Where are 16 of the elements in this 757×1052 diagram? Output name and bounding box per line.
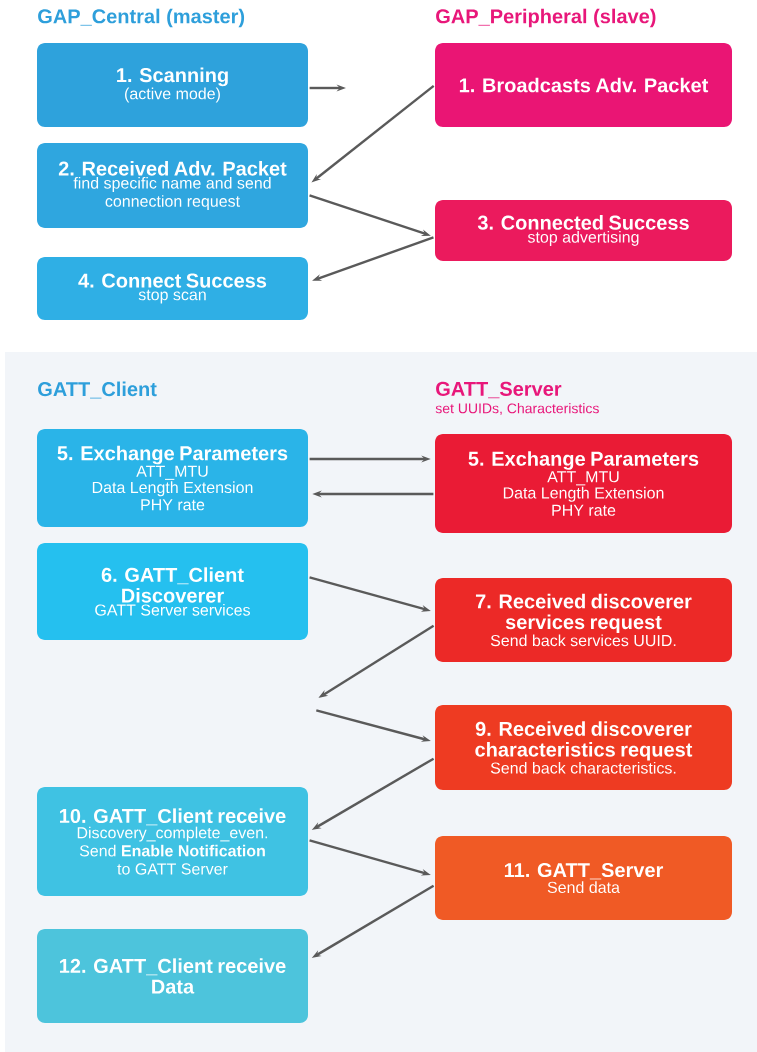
- process-box: 9. Received discoverer characteristics request Send back characteristics.: [435, 705, 732, 790]
- process-box: 11. GATT_Server Send data: [435, 836, 732, 920]
- process-box: 10. GATT_Client receive Discovery_complete_even. Send Enable Notification to GATT Server: [37, 787, 308, 896]
- process-box: 6. GATT_Client Discoverer GATT Server services: [37, 543, 308, 640]
- process-box: 1. Broadcasts Adv. Packet: [435, 43, 732, 127]
- process-box: 12. GATT_Client receive Data: [37, 929, 308, 1023]
- process-box: 7. Received discoverer services request Send back services UUID.: [435, 578, 732, 662]
- section-heading: GATT_Server: [436, 381, 562, 399]
- process-box: 5. Exchange Parameters ATT_MTU Data Length Extension PHY rate: [37, 429, 308, 527]
- process-box: 3. Connected Success stop advertising: [435, 200, 732, 261]
- process-box: 1. Scanning (active mode): [37, 43, 308, 127]
- process-box: 4. Connect Success stop scan: [37, 257, 308, 320]
- subheading: set UUIDs, Characteristics: [435, 403, 599, 415]
- process-box: 5. Exchange Parameters ATT_MTU Data Length Extension PHY rate: [435, 434, 732, 533]
- process-box: 2. Received Adv. Packet find specific name and send connection request: [37, 143, 308, 228]
- section-heading: GATT_Client: [38, 381, 157, 399]
